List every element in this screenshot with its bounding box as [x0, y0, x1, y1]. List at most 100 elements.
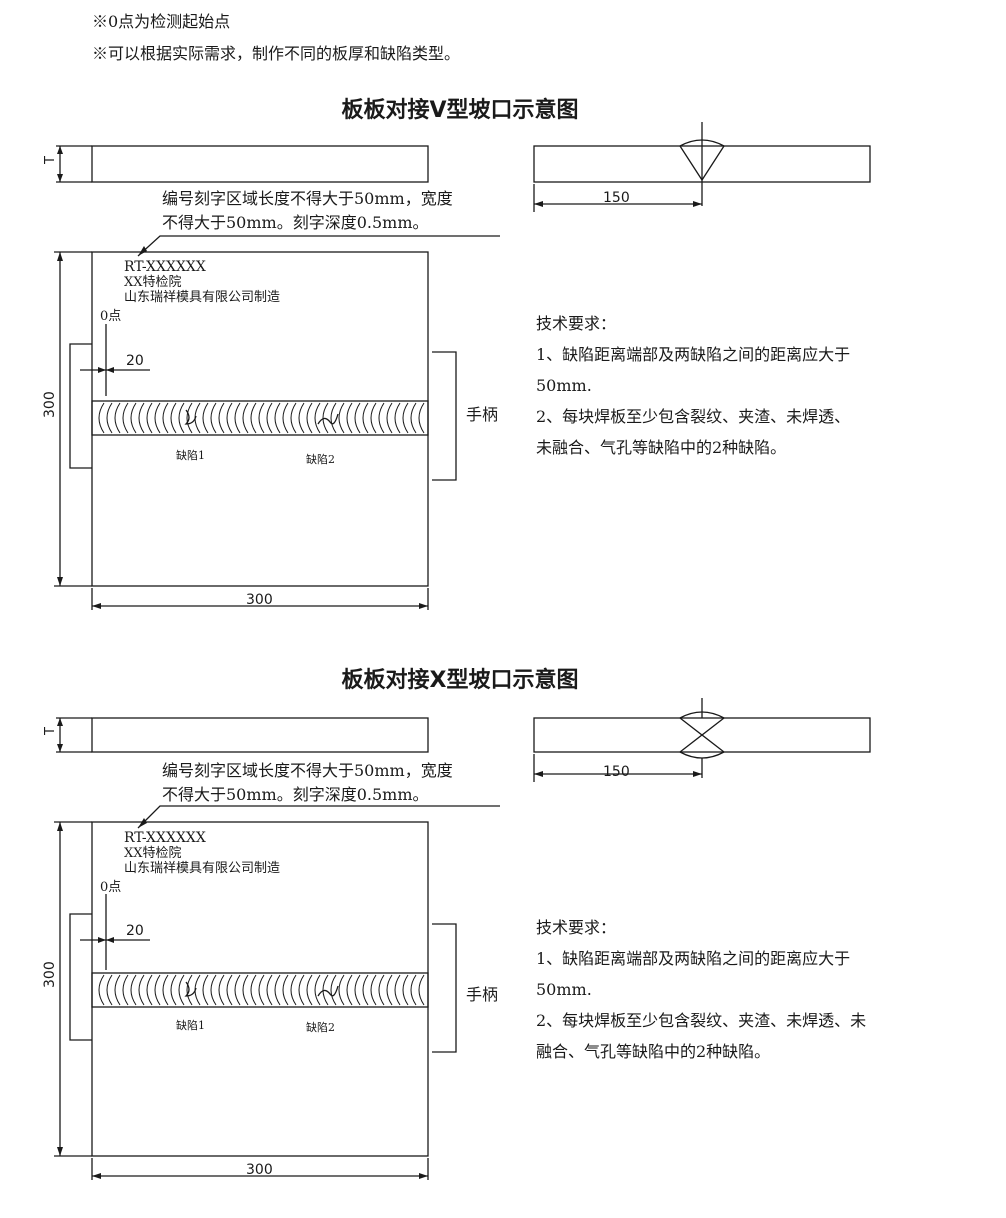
weld-ripple-arc — [186, 974, 193, 1006]
weld-ripple-arc — [138, 974, 145, 1006]
weld-ripple-arc — [130, 402, 137, 434]
weld-ripple-arc — [282, 402, 289, 434]
weld-ripple-arc — [306, 402, 313, 434]
weld-ripple-arc — [258, 402, 265, 434]
weld-ripple-arc — [114, 402, 121, 434]
weld-ripple-arc — [354, 974, 361, 1006]
weld-ripple-arc — [186, 402, 193, 434]
weld-ripple-arc — [362, 402, 369, 434]
plate-code: RT-XXXXXX — [124, 259, 206, 275]
weld-ripple-arc — [410, 402, 417, 434]
weld-ripple-arc — [114, 974, 121, 1006]
weld-ripple-arc — [130, 974, 137, 1006]
weld-ripple-arc — [258, 974, 265, 1006]
weld-bead — [91, 400, 429, 436]
width-label: 300 — [246, 592, 273, 608]
defect-1-mark — [184, 981, 197, 997]
plate-side-view — [91, 145, 429, 183]
weld-ripple-arc — [202, 974, 209, 1006]
weld-ripple-arc — [370, 974, 377, 1006]
weld-ripple-arc — [378, 974, 385, 1006]
height-label: 300 — [42, 961, 58, 988]
tech-title: 技术要求： — [536, 314, 617, 333]
defect-1-mark — [184, 409, 197, 425]
handle-label: 手柄 — [466, 985, 498, 1004]
weld-ripple-arc — [146, 402, 153, 434]
tech-requirements: 技术要求： 1、缺陷距离端部及两缺陷之间的距离应大于 50mm. 2、每块焊板至… — [536, 308, 946, 463]
defect-1-label: 缺陷1 — [176, 448, 205, 462]
weld-ripple-arc — [322, 402, 329, 434]
weld-ripple-arc — [274, 402, 281, 434]
tech-line: 融合、气孔等缺陷中的2种缺陷。 — [536, 1042, 771, 1061]
plate-org: XX特检院 — [124, 275, 182, 290]
weld-ripple-arc — [218, 974, 225, 1006]
note-zero-point: ※0点为检测起始点 — [92, 12, 231, 31]
offset-label: 20 — [126, 353, 144, 369]
thickness-label: T — [43, 156, 58, 165]
weld-ripple-arc — [322, 974, 329, 1006]
tech-requirements: 技术要求： 1、缺陷距离端部及两缺陷之间的距离应大于 50mm. 2、每块焊板至… — [536, 912, 946, 1067]
weld-ripple-arc — [330, 974, 337, 1006]
defect-2-mark — [317, 985, 339, 997]
weld-ripple-arc — [242, 974, 249, 1006]
engraving-leader — [137, 805, 500, 829]
weld-ripple-arc — [98, 402, 105, 434]
section-title: 板板对接X型坡口示意图 — [341, 668, 579, 693]
section-title: 板板对接V型坡口示意图 — [341, 98, 579, 123]
weld-ripple-arc — [330, 402, 337, 434]
engraving-note-line2: 不得大于50mm。刻字深度0.5mm。 — [162, 785, 429, 804]
v-groove-section — [533, 122, 871, 212]
engraving-note-line2: 不得大于50mm。刻字深度0.5mm。 — [162, 213, 429, 232]
weld-ripple-arc — [170, 974, 177, 1006]
weld-ripple-arc — [410, 974, 417, 1006]
weld-ripple-arc — [298, 974, 305, 1006]
left-bracket — [69, 343, 92, 469]
weld-ripple-arc — [210, 402, 217, 434]
plate-org: XX特检院 — [124, 846, 182, 861]
weld-ripple-arc — [378, 402, 385, 434]
engraving-note-line1: 编号刻字区域长度不得大于50mm，宽度 — [162, 189, 453, 208]
plate-side-view — [91, 717, 429, 753]
section-x-groove: 板板对接X型坡口示意图 — [0, 658, 1006, 1218]
weld-ripple-arc — [346, 974, 353, 1006]
weld-ripple-arc — [154, 402, 161, 434]
weld-ripple-arc — [386, 974, 393, 1006]
tech-line: 50mm. — [536, 980, 592, 999]
defect-2-label: 缺陷2 — [306, 452, 335, 466]
weld-ripple-arc — [394, 402, 401, 434]
weld-ripple-arc — [266, 974, 273, 1006]
weld-ripple-arc — [178, 402, 185, 434]
defect-1-label: 缺陷1 — [176, 1018, 205, 1032]
weld-ripple-arc — [226, 402, 233, 434]
tech-line: 1、缺陷距离端部及两缺陷之间的距离应大于 — [536, 345, 851, 364]
weld-ripples — [98, 974, 425, 1006]
left-bracket — [69, 913, 92, 1041]
weld-ripple-arc — [178, 974, 185, 1006]
weld-ripple-arc — [162, 402, 169, 434]
tech-line: 1、缺陷距离端部及两缺陷之间的距离应大于 — [536, 949, 851, 968]
engraving-note-line1: 编号刻字区域长度不得大于50mm，宽度 — [162, 761, 453, 780]
weld-ripple-arc — [402, 974, 409, 1006]
weld-ripple-arc — [250, 402, 257, 434]
thickness-label: T — [43, 727, 58, 736]
weld-ripple-arc — [386, 402, 393, 434]
weld-ripple-arc — [170, 402, 177, 434]
side-width-label: 150 — [603, 190, 630, 206]
weld-ripple-arc — [202, 402, 209, 434]
weld-ripple-arc — [218, 402, 225, 434]
zero-point-label: 0点 — [100, 880, 121, 895]
weld-ripple-arc — [346, 402, 353, 434]
offset-label: 20 — [126, 923, 144, 939]
weld-ripple-arc — [122, 974, 129, 1006]
weld-ripple-arc — [146, 974, 153, 1006]
weld-ripples — [98, 402, 425, 434]
plate-maker: 山东瑞祥模具有限公司制造 — [124, 861, 280, 876]
width-label: 300 — [246, 1162, 273, 1178]
weld-ripple-arc — [370, 402, 377, 434]
engraving-leader — [137, 235, 500, 257]
weld-ripple-arc — [122, 402, 129, 434]
weld-ripple-arc — [418, 402, 425, 434]
weld-ripple-arc — [242, 402, 249, 434]
side-width-label: 150 — [603, 764, 630, 780]
defect-2-mark — [317, 413, 339, 425]
